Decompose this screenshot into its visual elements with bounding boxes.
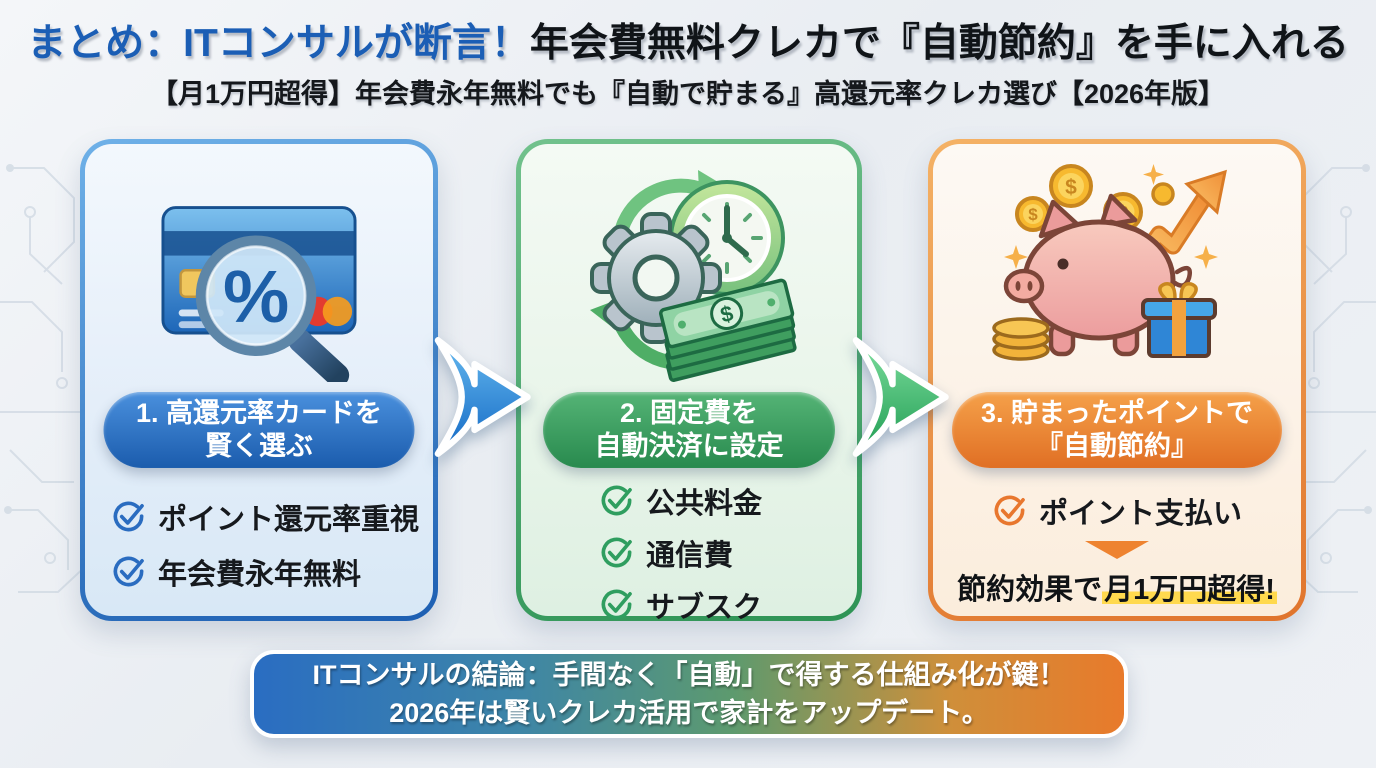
result-prefix: 節約効果で <box>957 574 1103 606</box>
piggy-bank-coins-icon: $ $ $ <box>992 164 1227 361</box>
step-card-2: $ 2. 固定費を 自動決済に設定 公共料金 <box>516 139 862 624</box>
step1-label-line1: 1. 高還元率カードを <box>135 398 383 428</box>
step-card-1: % 1. 高還元率カードを 賢く選ぶ ポイント還元率重視 <box>80 139 438 621</box>
credit-card-magnifier-icon: % <box>161 206 357 382</box>
step3-label-line1: 3. 貯まったポイントで <box>981 398 1253 428</box>
flow-arrow-1-icon <box>434 337 531 457</box>
dollar-glyph: $ <box>718 300 736 327</box>
check-circle-icon <box>601 537 632 568</box>
list-item: 通信費 <box>599 532 733 574</box>
check-circle-icon <box>113 556 144 587</box>
step2-checklist: 公共料金 通信費 サブスク <box>521 480 857 626</box>
conclusion-line2: 2026年は賢いクレカ活用で家計をアップデート。 <box>389 698 989 728</box>
step2-item-3: サブスク <box>646 592 763 624</box>
svg-text:$: $ <box>1065 176 1077 199</box>
step1-item-1: ポイント還元率重視 <box>158 504 420 536</box>
gift-box <box>1141 282 1217 358</box>
step2-item-2: 通信費 <box>646 540 734 572</box>
step2-label-line2: 自動決済に設定 <box>594 431 784 461</box>
page-title-highlight: まとめ：ITコンサルが断言！ <box>27 22 530 65</box>
step1-label-pill: 1. 高還元率カードを 賢く選ぶ <box>103 392 415 468</box>
check-circle-icon <box>113 501 144 532</box>
page-title: まとめ：ITコンサルが断言！年会費無料クレカで『自動節約』を手に入れる <box>0 12 1376 68</box>
list-item: サブスク <box>599 584 762 626</box>
step1-item-2: 年会費永年無料 <box>158 559 362 591</box>
magnifier: % <box>195 235 350 382</box>
page-title-rest: 年会費無料クレカで『自動節約』を手に入れる <box>529 22 1349 65</box>
step3-item-1: ポイント支払い <box>1038 498 1242 530</box>
step2-label-pill: 2. 固定費を 自動決済に設定 <box>543 392 835 468</box>
page-subtitle: 【月1万円超得】年会費永年無料でも『自動で貯まる』高還元率クレカ選び【2026年… <box>150 79 1226 109</box>
percent-glyph: % <box>223 255 289 338</box>
step3-checklist: ポイント支払い 節約効果で月1万円超得! <box>933 490 1301 608</box>
step3-label-pill: 3. 貯まったポイントで 『自動節約』 <box>952 392 1282 468</box>
coin-stack <box>992 317 1050 361</box>
conclusion-line1: ITコンサルの結論：手間なく「自動」で得する仕組み化が鍵！ <box>312 660 1066 690</box>
result-highlight: 月1万円超得! <box>1102 574 1277 606</box>
step3-result-text: 節約効果で月1万円超得! <box>957 566 1277 608</box>
list-item: ポイント支払い <box>992 490 1242 532</box>
check-circle-icon <box>601 589 632 620</box>
circuit-pattern-left <box>0 164 89 593</box>
step-card-3: $ $ $ <box>928 139 1306 621</box>
piggy-bank <box>1003 193 1192 357</box>
cash-stack: $ <box>659 278 797 382</box>
svg-text:$: $ <box>1028 205 1038 224</box>
step1-checklist: ポイント還元率重視 年会費永年無料 <box>85 496 433 593</box>
list-item: 公共料金 <box>599 480 762 522</box>
list-item: 年会費永年無料 <box>111 551 433 593</box>
step2-item-1: 公共料金 <box>646 488 763 520</box>
flow-arrow-2-icon <box>852 337 949 457</box>
down-arrow-icon <box>1085 541 1149 559</box>
check-circle-icon <box>994 495 1025 526</box>
step2-label-line1: 2. 固定費を <box>619 398 759 428</box>
check-circle-icon <box>601 485 632 516</box>
list-item: ポイント還元率重視 <box>111 496 433 538</box>
step1-label-line2: 賢く選ぶ <box>205 431 313 461</box>
step3-label-line2: 『自動節約』 <box>1036 431 1198 461</box>
sparkles <box>1004 164 1218 269</box>
gear-clock-cash-icon: $ <box>590 170 797 382</box>
conclusion-banner: ITコンサルの結論：手間なく「自動」で得する仕組み化が鍵！ 2026年は賢いクレ… <box>250 650 1128 738</box>
